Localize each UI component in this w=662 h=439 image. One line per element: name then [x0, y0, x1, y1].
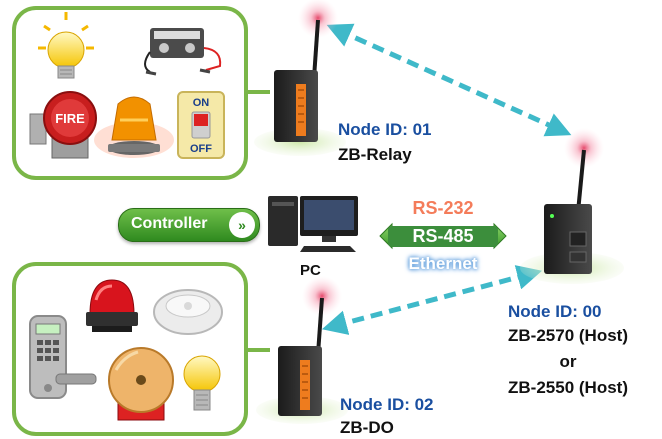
light-bulb-icon [183, 355, 221, 411]
double-chevron-icon: » [229, 212, 255, 238]
node-id-01-label: Node ID: 01 [338, 120, 432, 139]
battery-charger-icon [144, 28, 222, 76]
controller-label: Controller [131, 215, 208, 232]
zb-do-device [256, 276, 348, 424]
do-devices-panel [12, 262, 270, 436]
zb-host-device [520, 128, 624, 284]
signal-glow [298, 0, 338, 38]
smoke-detector-icon [153, 289, 223, 335]
node-id-02-label: Node ID: 02 [340, 395, 434, 414]
keypad-lock-icon [29, 315, 97, 399]
red-beacon-icon [86, 279, 138, 332]
ethernet-label: Ethernet [408, 254, 478, 273]
svg-text:OFF: OFF [190, 143, 212, 155]
controller-button[interactable]: Controller » [118, 208, 260, 242]
rs485-label: RS-485 [388, 226, 498, 247]
signal-glow [302, 276, 342, 316]
host-model-or: or [559, 352, 577, 371]
relay-devices-panel: FIRE ON OFF [12, 6, 270, 180]
zb-relay-device [254, 0, 346, 156]
zb-relay-label: ZB-Relay [338, 145, 412, 164]
svg-text:FIRE: FIRE [55, 111, 85, 126]
host-model-line-2: ZB-2550 (Host) [508, 378, 628, 397]
pc-label: PC [300, 262, 321, 279]
on-off-switch-icon: ON OFF [177, 91, 225, 159]
alarm-bell-icon [108, 347, 174, 421]
pc-icon [268, 196, 358, 252]
wireless-link-host-relay [326, 23, 572, 137]
zb-do-label: ZB-DO [340, 418, 394, 437]
warning-beacon-icon [94, 96, 174, 158]
fire-alarm-icon: FIRE [29, 91, 97, 159]
svg-text:ON: ON [193, 97, 210, 109]
node-id-00-label: Node ID: 00 [508, 302, 602, 321]
host-model-line-1: ZB-2570 (Host) [508, 326, 628, 345]
signal-glow [564, 128, 604, 168]
wireless-link-host-do [321, 265, 543, 335]
rs232-label: RS-232 [412, 198, 474, 218]
light-bulb-icon [38, 12, 94, 79]
